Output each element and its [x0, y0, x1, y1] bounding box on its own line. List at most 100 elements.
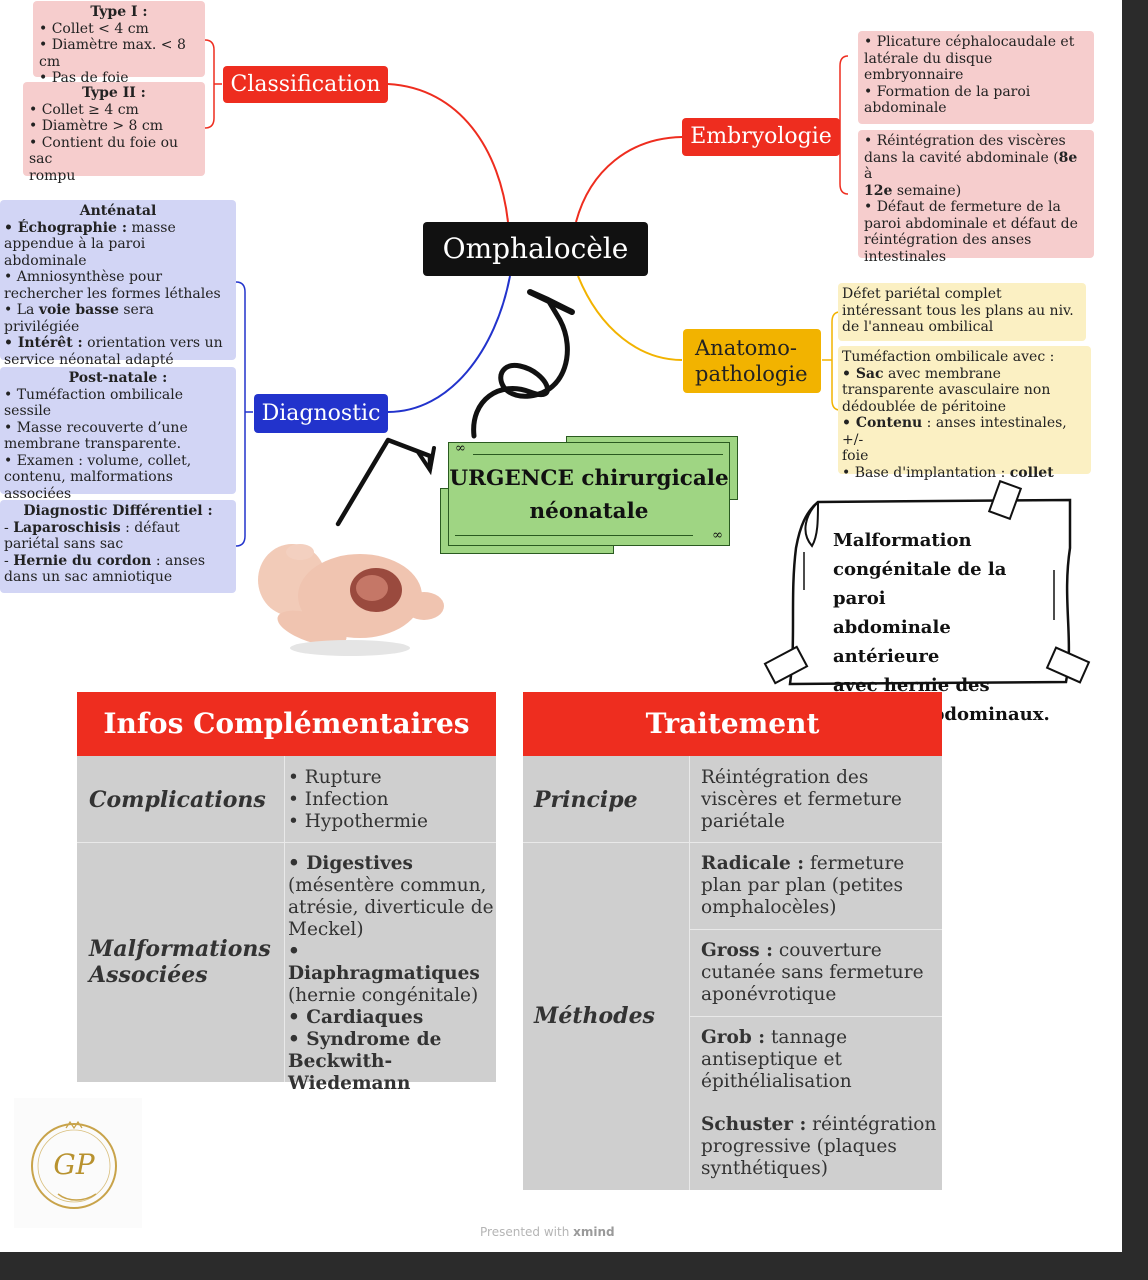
type2-title: Type II : — [82, 85, 146, 101]
column-divider — [284, 756, 285, 1082]
malformations-list: • Digestives (mésentère commun, atrésie,… — [288, 853, 496, 1095]
postnatale-line: • Masse recouverte d’une — [4, 419, 188, 436]
method-line: plan par plan (petites — [701, 875, 904, 896]
method-line: Radicale : fermeture — [701, 853, 904, 875]
antenatal-box: Anténatal • Échographie : masse appendue… — [0, 200, 236, 368]
anatomo-line: de l'anneau ombilical — [842, 319, 994, 335]
antenatal-text: orientation vers un — [82, 335, 223, 351]
malformation-item: (mésentère commun, — [288, 875, 487, 896]
mind-map-page: Omphalocèle Classification Type I : • Co… — [0, 0, 1122, 1252]
classification-node[interactable]: Classification — [223, 66, 388, 103]
bracket-diagnostic — [235, 281, 253, 547]
antenatal-text: • La — [4, 302, 39, 318]
anatomo-text: : anses intestinales, +/- — [842, 415, 1067, 448]
postnatale-line: • Tuméfaction ombilicale sessile — [4, 386, 184, 420]
embryo-line: dans la cavité abdominale (8e à — [864, 150, 1088, 183]
embryo-line: intestinales — [864, 248, 947, 265]
type1-item: • Diamètre max. < 8 cm — [39, 37, 186, 70]
definition-line: congénitale de la paroi — [833, 559, 1007, 609]
anatomo-text: • Base d'implantation : — [842, 464, 1010, 481]
antenatal-text: sera privilégiée — [4, 302, 154, 335]
logo-initials: GP — [53, 1148, 95, 1181]
method-name: Schuster : — [701, 1114, 807, 1135]
differentiel-line: - Hernie du cordon : anses — [4, 553, 232, 570]
central-topic[interactable]: Omphalocèle — [423, 222, 648, 276]
method-text: fermeture — [804, 853, 905, 874]
complications-label: Complications — [89, 787, 266, 813]
embryo-line: • Défaut de fermeture de la — [864, 199, 1061, 215]
anatomo-bold: • Sac — [842, 365, 884, 382]
traitement-table: Traitement Principe Réintégration des vi… — [523, 692, 942, 1190]
anatomo-box-2: Tuméfaction ombilicale avec : • Sac avec… — [838, 346, 1091, 481]
anatomo-text: avec membrane — [883, 365, 1001, 382]
differentiel-bold: Hernie du cordon — [13, 552, 152, 569]
antenatal-line: abdominale — [4, 252, 87, 269]
malformation-item: Beckwith- — [288, 1051, 393, 1072]
postnatale-box: Post-natale : • Tuméfaction ombilicale s… — [0, 367, 236, 502]
anatomo-line: • Base d'implantation : collet — [842, 465, 1087, 482]
embryologie-node[interactable]: Embryologie — [682, 118, 840, 156]
connectors — [204, 39, 849, 547]
type1-box: Type I : • Collet < 4 cm • Diamètre max.… — [33, 1, 205, 86]
type2-item: • Contient du foie ou sac — [29, 134, 179, 168]
bracket-classification — [204, 39, 222, 129]
diagnostic-node[interactable]: Diagnostic — [254, 394, 388, 433]
gp-logo: GP — [14, 1098, 142, 1228]
method-line: aponévrotique — [701, 984, 837, 1005]
newborn-illustration-icon — [258, 544, 444, 656]
urgence-card[interactable]: URGENCE chirurgicale néonatale ∞ ∞ — [448, 442, 730, 546]
antenatal-bold: • Échographie : — [4, 219, 128, 236]
method-line: Schuster : réintégration — [701, 1114, 936, 1136]
connector-classification — [387, 83, 509, 223]
differentiel-box: Diagnostic Différentiel : - Laparoschisi… — [0, 500, 236, 593]
differentiel-line: pariétal sans sac — [4, 536, 124, 552]
embryo-bold: 12e — [864, 182, 893, 199]
anatomo-label: pathologie — [695, 362, 808, 386]
complications-list: • Rupture • Infection • Hypothermie — [288, 767, 428, 833]
embryo-text: à — [864, 166, 873, 182]
antenatal-line: service néonatal adapté — [4, 351, 174, 368]
antenatal-text: masse — [127, 219, 176, 236]
method-grob: Grob : tannage antiseptique et épithélia… — [701, 1027, 852, 1093]
table-row-divider — [77, 842, 496, 843]
postnatale-line: contenu, malformations — [4, 469, 173, 485]
embryo-line: • Réintégration des viscères — [864, 133, 1066, 149]
differentiel-text: : défaut — [120, 519, 180, 536]
method-line: Gross : couverture — [701, 940, 924, 962]
embryo-line: embryonnaire — [864, 67, 964, 83]
anatomo-line: dédoublée de péritoine — [842, 398, 1007, 415]
principe-line: pariétale — [701, 811, 785, 832]
anatomo-line: • Sac avec membrane — [842, 366, 1087, 383]
footer-brand: xmind — [573, 1225, 615, 1239]
postnatale-title: Post-natale : — [68, 370, 168, 386]
differentiel-text: : anses — [151, 552, 206, 569]
curly-arrow-head-icon — [527, 289, 575, 315]
principe-line: viscères et fermeture — [701, 789, 902, 810]
antenatal-line: • Amniosynthèse pour — [4, 269, 163, 285]
connector-diagnostic — [387, 275, 511, 413]
anatomo-node[interactable]: Anatomo- pathologie — [683, 329, 821, 393]
complication-item: • Rupture — [288, 767, 382, 788]
method-line: progressive (plaques — [701, 1136, 897, 1157]
anatomo-line: foie — [842, 448, 869, 464]
embryologie-box-2: • Réintégration des viscères dans la cav… — [858, 130, 1094, 265]
differentiel-text: - — [4, 552, 14, 569]
principe-text: Réintégration des viscères et fermeture … — [701, 767, 902, 833]
antenatal-bold: • Intérêt : — [4, 335, 83, 351]
footer-prefix: Presented with — [480, 1225, 574, 1239]
pointer-arrow-head-icon — [416, 446, 436, 476]
malformation-item: Meckel) — [288, 919, 364, 940]
connector-anatomo — [577, 275, 683, 361]
bracket-anatomo — [822, 311, 841, 411]
antenatal-line: rechercher les formes léthales — [4, 285, 221, 302]
traitement-header: Traitement — [523, 692, 942, 756]
card-rule — [455, 535, 693, 536]
embryo-bold: 8e — [1058, 149, 1078, 166]
anatomo-line: transparente avasculaire non — [842, 382, 1051, 398]
infos-header: Infos Complémentaires — [77, 692, 496, 756]
table-row-divider — [689, 1016, 942, 1017]
complication-item: • Infection — [288, 789, 389, 810]
method-radicale: Radicale : fermeture plan par plan (peti… — [701, 853, 904, 919]
embryo-line: latérale du disque — [864, 50, 993, 67]
antenatal-line: • Intérêt : orientation vers un — [4, 335, 232, 352]
